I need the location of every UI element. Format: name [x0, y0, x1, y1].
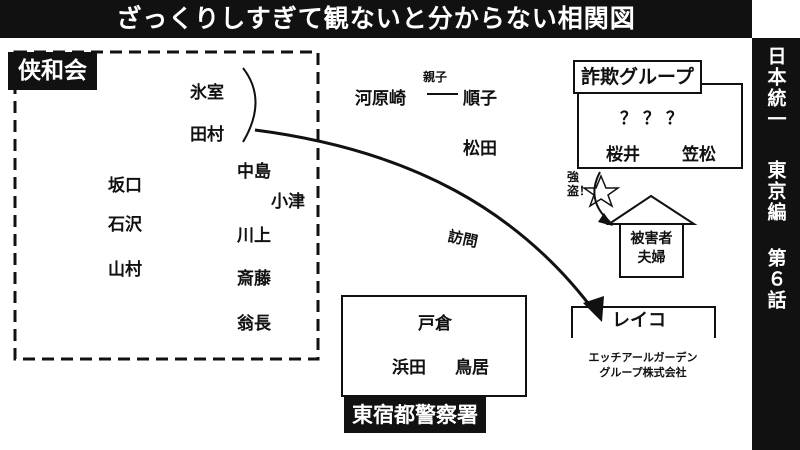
member-saito: 斎藤	[237, 269, 271, 289]
member-onaga: 翁長	[237, 314, 271, 334]
robbery-label: 強盗！	[567, 170, 592, 198]
robbery-arrowhead	[598, 213, 613, 226]
member-ishizawa: 石沢	[108, 215, 142, 235]
page-title: ざっくりしすぎて観ないと分からない相関図	[0, 0, 752, 38]
sagi-group-label: 詐欺グループ	[573, 60, 702, 94]
member-kasamatsu: 笠松	[682, 145, 716, 165]
kyowakai-dashed-box	[13, 50, 320, 361]
person-junko: 順子	[463, 89, 497, 109]
sagi-unknown-member: ？？？	[620, 109, 689, 129]
member-ozu: 小津	[271, 192, 305, 212]
person-reiko: レイコ	[612, 310, 666, 331]
person-matsuda: 松田	[463, 139, 497, 159]
diagram-lines	[13, 50, 743, 397]
company-label: エッチアールガーデン グループ株式会社	[588, 351, 698, 379]
member-sakurai: 桜井	[606, 145, 640, 165]
police-label: 東宿都警察署	[344, 397, 486, 433]
member-yamamura: 山村	[108, 260, 142, 280]
visit-arrowhead	[583, 296, 604, 322]
episode-number: 第６話	[764, 248, 787, 311]
member-himuro: 氷室	[190, 83, 224, 103]
company-bracket	[571, 306, 716, 338]
series-title: 日本統一	[764, 46, 787, 130]
parent-child-label: 親子	[423, 70, 448, 84]
house-body	[619, 223, 684, 278]
member-torii: 鳥居	[455, 358, 489, 378]
series-subtitle: 東京編	[764, 160, 787, 223]
episode-sidebar: 日本統一 東京編 第６話	[752, 38, 800, 450]
star-icon	[581, 174, 621, 208]
kyowakai-label: 侠和会	[8, 52, 97, 90]
himuro-tamura-bracket	[242, 67, 257, 143]
victims-label: 被害者 夫婦	[630, 231, 673, 266]
member-tokura: 戸倉	[418, 314, 452, 334]
member-sakaguchi: 坂口	[108, 176, 142, 196]
police-box	[341, 295, 527, 397]
member-nakajima: 中島	[237, 162, 271, 182]
person-kawarazaki: 河原崎	[355, 89, 406, 109]
house-roof	[605, 194, 698, 225]
member-hamada: 浜田	[392, 358, 426, 378]
visit-arrow	[254, 128, 599, 316]
member-kawakami: 川上	[237, 226, 271, 246]
member-tamura: 田村	[190, 125, 224, 145]
